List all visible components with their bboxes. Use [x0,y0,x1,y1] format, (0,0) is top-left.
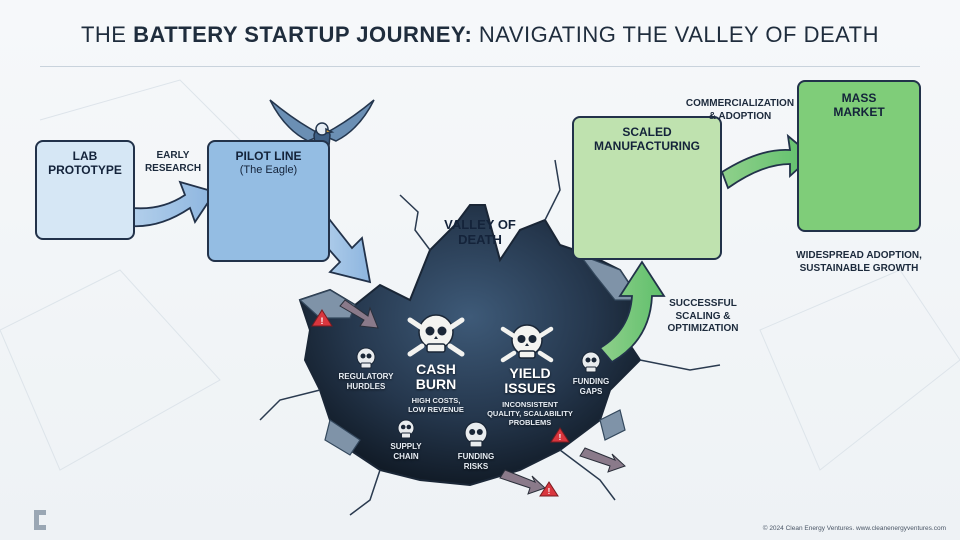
funding-risks-line1: FUNDING [457,452,495,461]
yield-sub2: QUALITY, SCALABILITY [487,409,573,418]
funding-gaps-line2: GAPS [579,386,603,396]
skull-icon [500,324,554,363]
valley-line2: DEATH [458,231,502,247]
cash-burn-label: CASH BURN [396,361,476,393]
cash-burn-line2: BURN [415,376,457,393]
early-research-line2: RESEARCH [144,162,202,174]
yield-sub3: PROBLEMS [508,418,552,427]
scaled-manufacturing-label: SCALED MANUFACTURING [572,125,722,154]
early-research-line1: EARLY [156,150,190,161]
supply-line2: CHAIN [393,451,419,461]
pilot-sub: (The Eagle) [239,163,298,176]
skull-icon [397,419,415,439]
mass-line2: MARKET [833,104,885,119]
regulatory-line1: REGULATORY [338,372,394,381]
skull-icon [464,421,488,448]
arrow-successful-scaling [598,260,666,364]
pilot-line-label: PILOT LINE (The Eagle) [207,149,330,176]
cash-burn-sub2: LOW REVENUE [408,405,464,414]
warning-icon: ! [311,309,333,327]
commercialization-label: COMMERCIALIZATION & ADOPTION [680,98,800,123]
regulatory-line2: HURDLES [346,381,386,391]
yield-line2: ISSUES [504,380,556,397]
surface-cracks [259,159,721,516]
stage-pilot-line [207,140,330,262]
funding-risks-line2: RISKS [463,461,489,471]
funding-gaps-label: FUNDING GAPS [564,377,618,396]
page-title: THE BATTERY STARTUP JOURNEY: NAVIGATING … [0,22,960,48]
commercialization-line1: COMMERCIALIZATION [685,98,795,109]
scaling-line3: OPTIMIZATION [667,323,739,334]
svg-text:!: ! [321,316,324,326]
yield-line1: YIELD [509,365,551,381]
widespread-adoption-label: WIDESPREAD ADOPTION, SUSTAINABLE GROWTH [782,250,936,275]
skull-icon [407,314,465,357]
svg-text:!: ! [559,433,562,442]
valley-of-death-label: VALLEY OF DEATH [420,217,540,248]
warning-icon: ! [550,427,570,443]
supply-chain-label: SUPPLY CHAIN [380,442,432,461]
company-logo [34,510,46,530]
lab-line1: LAB [72,149,98,163]
background-lines [0,79,960,471]
stage-scaled-manufacturing [572,116,722,260]
supply-line1: SUPPLY [390,442,422,451]
funding-risks-label: FUNDING RISKS [448,452,504,471]
commercialization-line2: & ADOPTION [708,110,772,122]
widespread-line1: WIDESPREAD ADOPTION, [796,250,922,261]
title-bold: BATTERY STARTUP JOURNEY: [133,22,473,47]
skull-icon [581,351,601,373]
copyright-footer: © 2024 Clean Energy Ventures. www.cleane… [762,525,946,532]
svg-text:!: ! [548,487,551,496]
lab-prototype-label: LAB PROTOTYPE [35,149,135,178]
successful-scaling-label: SUCCESSFUL SCALING & OPTIMIZATION [658,298,748,336]
yield-issues-detail: INCONSISTENT QUALITY, SCALABILITY PROBLE… [482,400,578,427]
cash-burn-sub1: HIGH COSTS, [411,396,461,405]
yield-issues-label: YIELD ISSUES [490,365,570,397]
scaling-line1: SUCCESSFUL [669,298,737,309]
title-prefix: THE [80,22,134,47]
widespread-line2: SUSTAINABLE GROWTH [799,262,919,274]
pilot-name: PILOT LINE [235,149,302,163]
regulatory-hurdles-label: REGULATORY HURDLES [330,372,402,391]
yield-sub1: INCONSISTENT [502,400,558,409]
cash-burn-line1: CASH [416,361,456,377]
mass-line1: MASS [841,91,877,105]
scaled-line1: SCALED [622,125,672,139]
stage-mass-market [797,80,921,232]
title-divider [40,66,920,67]
warning-icon: ! [539,481,559,497]
valley-line1: VALLEY OF [444,217,516,232]
falling-arrows [339,299,626,495]
scaling-line2: SCALING & [675,310,731,322]
title-suffix: NAVIGATING THE VALLEY OF DEATH [472,22,879,47]
lab-line2: PROTOTYPE [48,162,122,177]
cash-burn-detail: HIGH COSTS, LOW REVENUE [396,396,476,414]
stage-lab-prototype [35,140,135,240]
funding-gaps-line1: FUNDING [572,377,610,386]
mass-market-label: MASS MARKET [797,91,921,120]
scaled-line2: MANUFACTURING [594,138,700,153]
skull-icon [356,347,376,369]
early-research-label: EARLY RESEARCH [138,150,208,175]
